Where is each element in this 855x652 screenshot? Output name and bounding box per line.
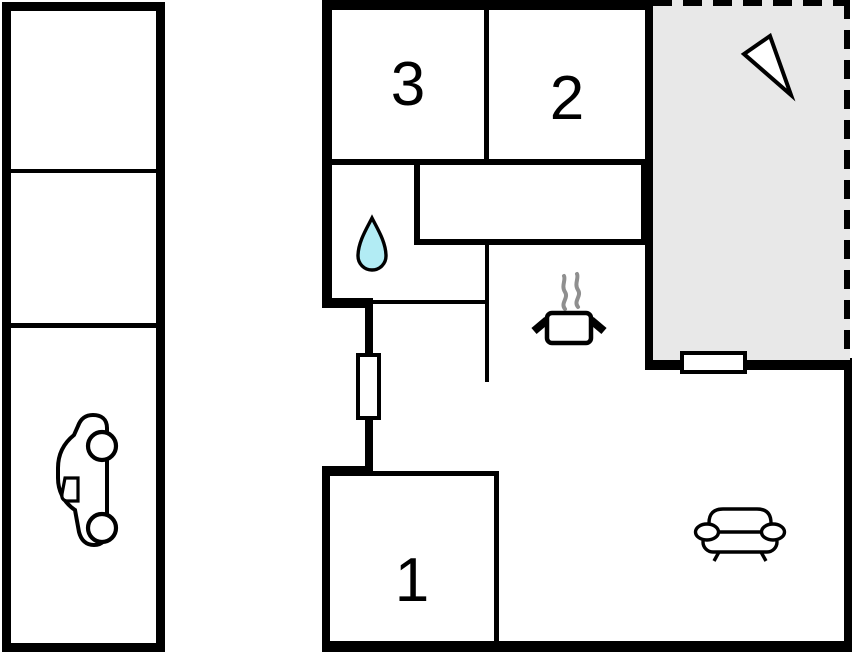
house-left-wall-upper bbox=[322, 0, 332, 308]
terrace-bottom-wall bbox=[645, 360, 852, 370]
garage-divider-wall-lower bbox=[11, 323, 156, 328]
room1-top-wall bbox=[372, 471, 499, 476]
house-top-wall bbox=[322, 0, 653, 10]
house-bottom-wall bbox=[322, 641, 852, 652]
room1-right-wall bbox=[494, 471, 499, 646]
north-arrow-icon bbox=[740, 32, 796, 102]
room1-left-wall bbox=[322, 466, 330, 652]
water-drop-icon bbox=[356, 214, 388, 272]
room1-corner-wall bbox=[322, 466, 373, 476]
bathroom-bottom-wall-thick bbox=[322, 298, 373, 308]
entrance-wall-upper bbox=[365, 306, 373, 355]
sofa-icon bbox=[693, 507, 787, 562]
garage-divider-wall-upper bbox=[11, 169, 156, 173]
kitchen-left-wall bbox=[485, 245, 489, 382]
room3-label: 3 bbox=[390, 49, 426, 119]
house-right-wall-lower bbox=[844, 358, 852, 652]
bathroom-bottom-wall-thin bbox=[370, 300, 489, 304]
entrance-wall-lower bbox=[365, 418, 373, 468]
hallway-outline bbox=[414, 159, 647, 245]
room3-room2-divider-wall bbox=[484, 10, 489, 159]
car-icon bbox=[56, 412, 119, 548]
terrace-left-wall bbox=[645, 0, 653, 370]
terrace-window-symbol bbox=[680, 351, 747, 374]
entrance-window-symbol bbox=[356, 353, 381, 420]
terrace-dashed-boundary bbox=[653, 0, 850, 358]
room2-label: 2 bbox=[549, 63, 585, 133]
room1-label: 1 bbox=[394, 545, 430, 615]
cooking-pot-icon bbox=[531, 272, 607, 346]
